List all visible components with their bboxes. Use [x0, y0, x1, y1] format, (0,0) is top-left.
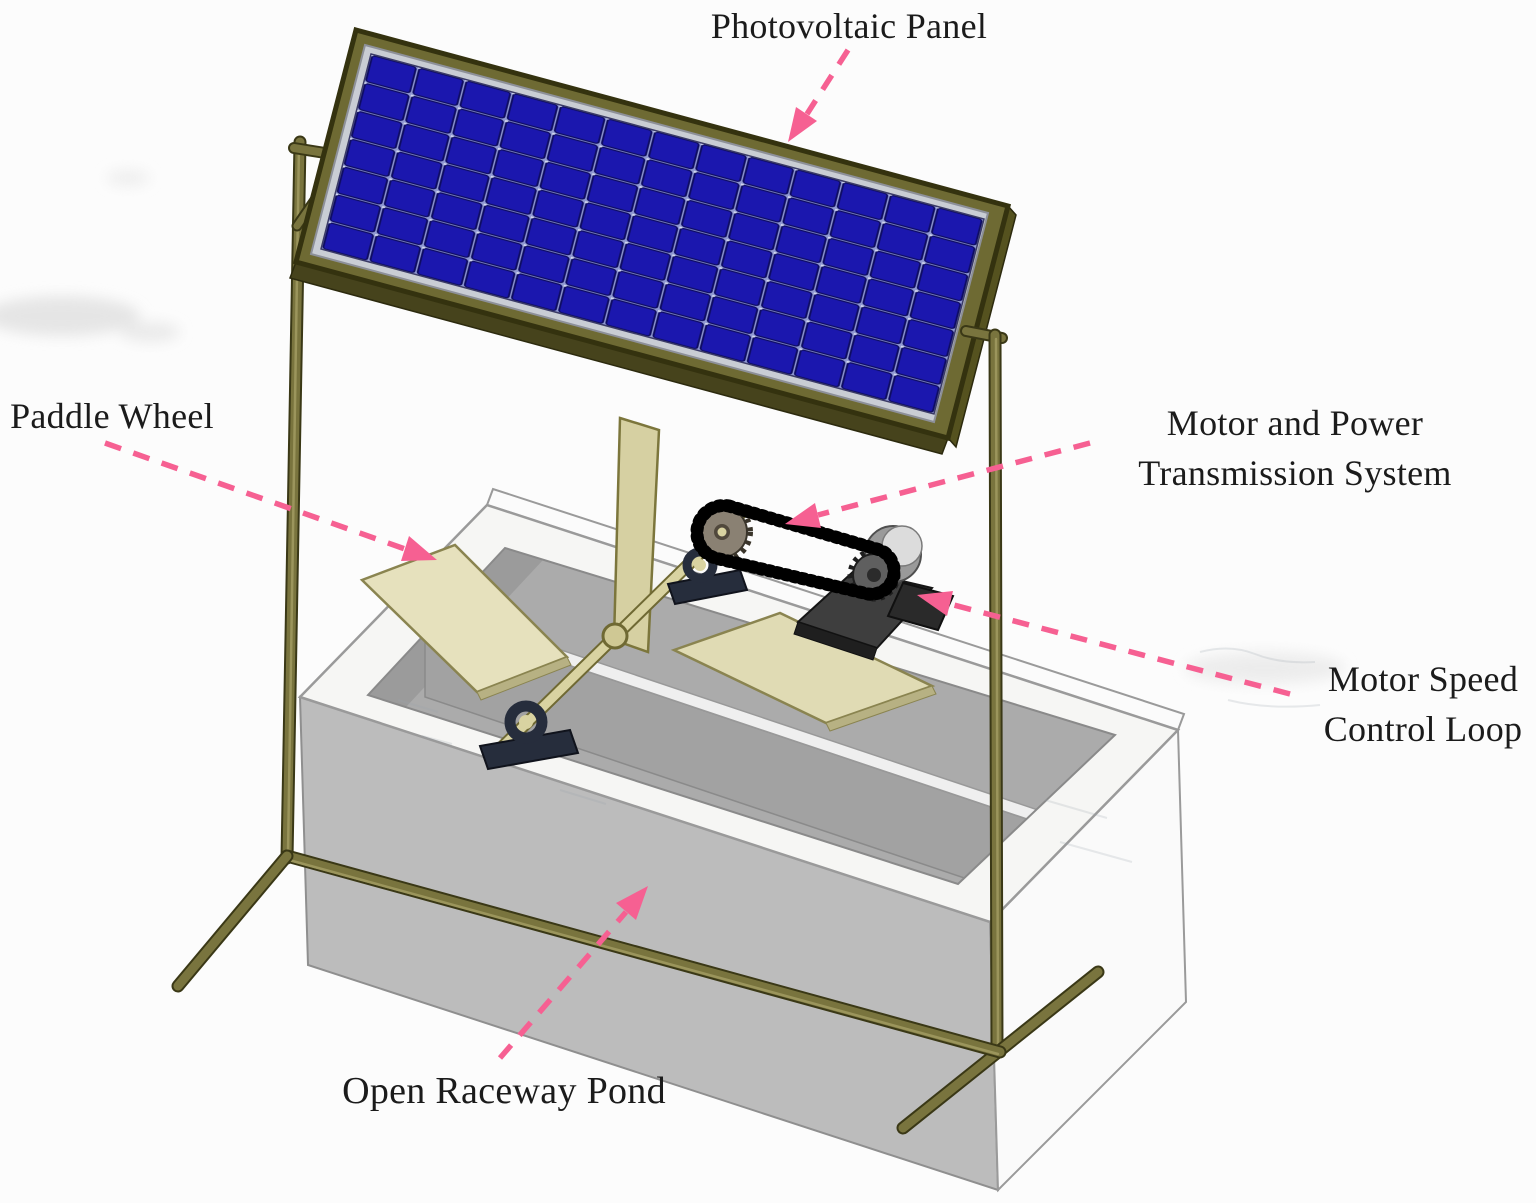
arrowhead-motor-speed	[917, 591, 953, 616]
photovoltaic-panel	[289, 26, 1017, 455]
arrowhead-open-raceway-pond	[616, 886, 648, 920]
label-motor-power-line2: Transmission System	[1138, 453, 1452, 493]
drive-chain	[690, 499, 901, 601]
label-motor-speed-control: Motor Speed Control Loop	[1324, 654, 1523, 754]
bearing-front	[478, 700, 580, 771]
motor-mount-edge	[793, 621, 878, 661]
surface-scribbles	[397, 647, 1321, 863]
label-open-raceway-pond: Open Raceway Pond	[342, 1070, 666, 1112]
paddle-blade-left-edge	[476, 656, 572, 701]
arrowhead-paddle-wheel	[401, 536, 437, 561]
annotation-arrows	[104, 48, 1291, 1060]
arrow-paddle-wheel	[104, 440, 406, 552]
arrowhead-photovoltaic-panel	[788, 107, 817, 142]
label-motor-power-transmission: Motor and Power Transmission System	[1138, 398, 1451, 498]
label-photovoltaic-panel: Photovoltaic Panel	[710, 6, 988, 46]
arrow-motor-power	[817, 440, 1091, 518]
arrow-open-raceway-pond	[497, 910, 629, 1060]
paddle-wheel-assembly	[359, 416, 955, 771]
label-motor-power-line1: Motor and Power	[1166, 403, 1424, 443]
pv-cell-grid	[320, 53, 985, 415]
support-frame-base	[171, 849, 1007, 1059]
arrow-photovoltaic-panel	[804, 48, 851, 116]
shaft-hub	[601, 622, 629, 650]
label-motor-speed-line1: Motor Speed	[1327, 659, 1519, 699]
annotation-arrowheads	[401, 107, 953, 920]
label-paddle-wheel: Paddle Wheel	[10, 396, 214, 436]
label-motor-speed-line2: Control Loop	[1323, 709, 1523, 749]
paddle-blade-right-edge	[825, 685, 937, 732]
arrowhead-motor-power	[785, 503, 821, 528]
paddle-blade-upright	[612, 416, 661, 654]
